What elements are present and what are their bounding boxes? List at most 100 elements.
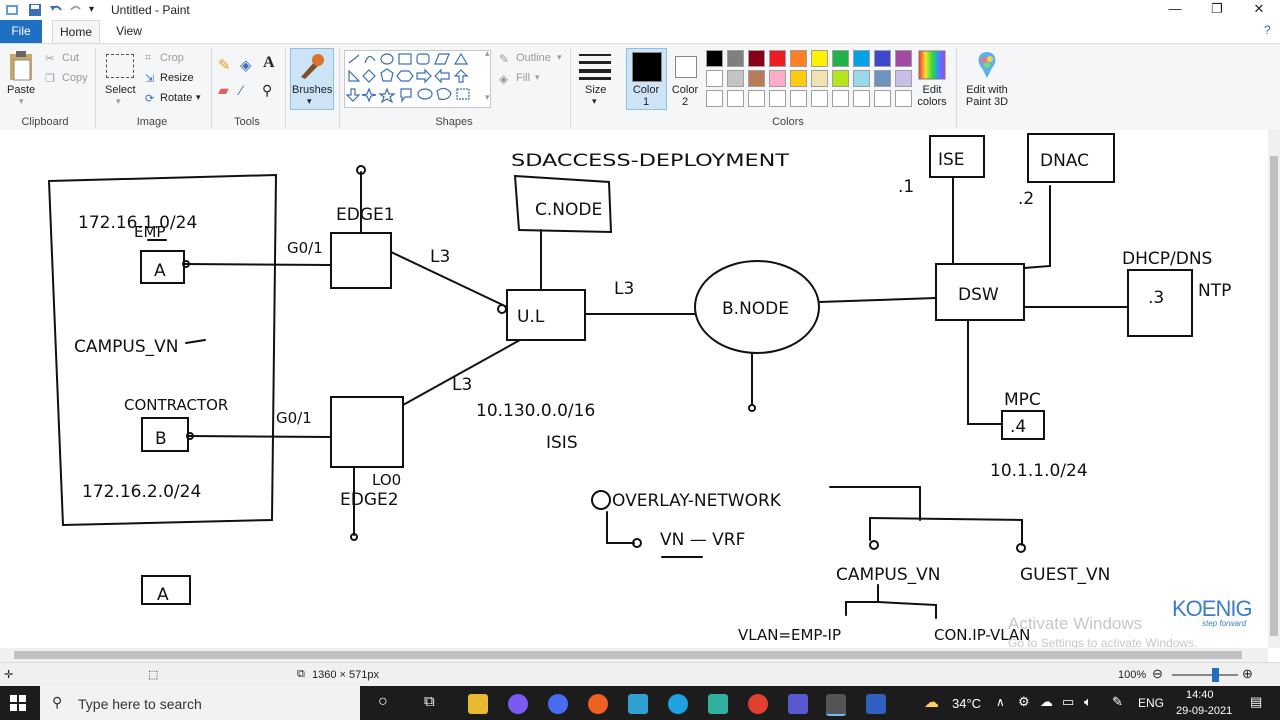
brushes-dropdown-icon[interactable]: ▾ bbox=[307, 96, 312, 106]
palette-swatch[interactable] bbox=[874, 90, 891, 107]
tab-home[interactable]: Home bbox=[52, 20, 100, 44]
outline-button[interactable]: Outline bbox=[516, 52, 551, 64]
tab-view[interactable]: View bbox=[116, 24, 142, 38]
palette-swatch[interactable] bbox=[748, 50, 765, 67]
text-tool-icon[interactable]: A bbox=[263, 54, 275, 71]
fill-dropdown-icon[interactable]: ▾ bbox=[535, 72, 540, 82]
color2-label[interactable]: Color 2 bbox=[671, 84, 699, 108]
close-button[interactable]: ✕ bbox=[1253, 1, 1265, 16]
zoom-in-icon[interactable]: ⊕ bbox=[1242, 666, 1253, 681]
palette-swatch[interactable] bbox=[832, 70, 849, 87]
paint-taskbar-icon[interactable] bbox=[826, 694, 846, 716]
palette-swatch[interactable] bbox=[727, 70, 744, 87]
size-icon[interactable] bbox=[579, 52, 611, 80]
palette-swatch[interactable] bbox=[811, 70, 828, 87]
network-icon[interactable]: ▭ bbox=[1062, 694, 1075, 709]
palette-swatch[interactable] bbox=[874, 50, 891, 67]
palette-swatch[interactable] bbox=[790, 70, 807, 87]
palette-swatch[interactable] bbox=[769, 70, 786, 87]
cut-button[interactable]: Cut bbox=[62, 52, 80, 64]
maximize-button[interactable]: ❐ bbox=[1211, 1, 1223, 16]
palette-swatch[interactable] bbox=[748, 90, 765, 107]
color2-swatch[interactable] bbox=[675, 56, 697, 78]
palette-swatch[interactable] bbox=[748, 70, 765, 87]
firefox-orange-icon[interactable] bbox=[588, 694, 608, 714]
color-picker-icon[interactable]: ⁄ bbox=[240, 82, 243, 98]
clock-date[interactable]: 29-09-2021 bbox=[1176, 705, 1233, 717]
palette-swatch[interactable] bbox=[706, 50, 723, 67]
brushes-label[interactable]: Brushes bbox=[292, 84, 333, 96]
magnifier-icon[interactable]: ⚲ bbox=[262, 82, 273, 98]
fill-button[interactable]: Fill bbox=[516, 72, 531, 84]
palette-swatch[interactable] bbox=[811, 90, 828, 107]
shapes-gallery[interactable] bbox=[344, 50, 491, 108]
edge-icon[interactable] bbox=[668, 694, 688, 714]
windows-start-icon[interactable] bbox=[10, 695, 26, 711]
edit-colors-icon[interactable] bbox=[918, 50, 946, 80]
paste-label[interactable]: Paste bbox=[7, 84, 36, 96]
palette-swatch[interactable] bbox=[769, 50, 786, 67]
redo-icon[interactable] bbox=[68, 2, 84, 18]
palette-swatch[interactable] bbox=[832, 50, 849, 67]
volume-icon[interactable]: 🔈︎ bbox=[1084, 694, 1092, 709]
palette-swatch[interactable] bbox=[853, 90, 870, 107]
palette-swatch[interactable] bbox=[811, 50, 828, 67]
size-dropdown-icon[interactable]: ▾ bbox=[592, 96, 597, 106]
palette-swatch[interactable] bbox=[727, 90, 744, 107]
temperature-text[interactable]: 34°C bbox=[952, 696, 982, 711]
palette-swatch[interactable] bbox=[790, 90, 807, 107]
whiteboard-diagram[interactable]: SDACCESS-DEPLOYMENT C.NODE EDGE1 EDGE2 L… bbox=[0, 130, 1268, 648]
select-button[interactable]: Select bbox=[105, 84, 136, 96]
minimize-button[interactable]: — bbox=[1168, 1, 1182, 16]
teams-icon[interactable] bbox=[788, 694, 808, 714]
brushes-button[interactable] bbox=[290, 48, 334, 110]
fill-bucket-icon[interactable]: ◈ bbox=[240, 57, 252, 74]
palette-swatch[interactable] bbox=[727, 50, 744, 67]
eraser-icon[interactable]: ▰ bbox=[218, 82, 229, 98]
firefox-icon[interactable] bbox=[548, 694, 568, 714]
chrome-icon[interactable] bbox=[748, 694, 768, 714]
size-label[interactable]: Size bbox=[585, 84, 607, 96]
quick-access-dropdown-icon[interactable]: ▾ bbox=[89, 4, 95, 15]
drawing-canvas[interactable]: SDACCESS-DEPLOYMENT C.NODE EDGE1 EDGE2 L… bbox=[0, 130, 1268, 648]
palette-swatch[interactable] bbox=[895, 90, 912, 107]
tray-app-icon[interactable]: ⚙ bbox=[1018, 694, 1030, 709]
palette-swatch[interactable] bbox=[706, 90, 723, 107]
shapes-scroll-up-icon[interactable]: ▴ bbox=[485, 48, 490, 58]
tray-chevron-icon[interactable]: ∧ bbox=[996, 695, 1005, 709]
outline-dropdown-icon[interactable]: ▾ bbox=[557, 52, 562, 62]
vertical-scroll-thumb[interactable] bbox=[1270, 156, 1278, 636]
zoom-slider-track[interactable] bbox=[1172, 674, 1238, 676]
palette-swatch[interactable] bbox=[706, 70, 723, 87]
store-icon[interactable] bbox=[708, 694, 728, 714]
save-icon[interactable] bbox=[27, 2, 43, 18]
clock-time[interactable]: 14:40 bbox=[1186, 689, 1214, 701]
paste-icon[interactable] bbox=[8, 50, 34, 82]
help-icon[interactable]: ? bbox=[1264, 23, 1271, 37]
vertical-scrollbar[interactable] bbox=[1268, 130, 1280, 648]
select-dropdown-icon[interactable]: ▾ bbox=[116, 96, 121, 106]
onedrive-icon[interactable]: ☁ bbox=[1040, 694, 1053, 709]
palette-swatch[interactable] bbox=[895, 70, 912, 87]
photos-icon[interactable] bbox=[628, 694, 648, 714]
cortana-icon[interactable]: ○ bbox=[378, 693, 388, 710]
rotate-dropdown-icon[interactable]: ▾ bbox=[196, 92, 201, 102]
color1-label[interactable]: Color 1 bbox=[632, 84, 660, 108]
language-indicator[interactable]: ENG bbox=[1138, 696, 1165, 710]
viber-icon[interactable] bbox=[508, 694, 528, 714]
paste-dropdown-icon[interactable]: ▾ bbox=[19, 96, 24, 106]
remote-desktop-icon[interactable] bbox=[866, 694, 886, 714]
palette-swatch[interactable] bbox=[853, 70, 870, 87]
palette-swatch[interactable] bbox=[769, 90, 786, 107]
crop-button[interactable]: Crop bbox=[160, 52, 184, 64]
paint3d-label[interactable]: Edit with Paint 3D bbox=[965, 84, 1009, 108]
rotate-button[interactable]: Rotate bbox=[160, 92, 193, 104]
pencil-icon[interactable]: ✎ bbox=[218, 57, 231, 74]
resize-button[interactable]: Resize bbox=[160, 72, 194, 84]
horizontal-scrollbar[interactable] bbox=[0, 648, 1268, 662]
task-view-icon[interactable]: ⧉ bbox=[424, 693, 435, 710]
notification-icon[interactable]: ▤ bbox=[1250, 694, 1263, 709]
shapes-more-icon[interactable]: ▾ bbox=[485, 92, 490, 102]
palette-swatch[interactable] bbox=[853, 50, 870, 67]
undo-icon[interactable] bbox=[48, 2, 64, 18]
